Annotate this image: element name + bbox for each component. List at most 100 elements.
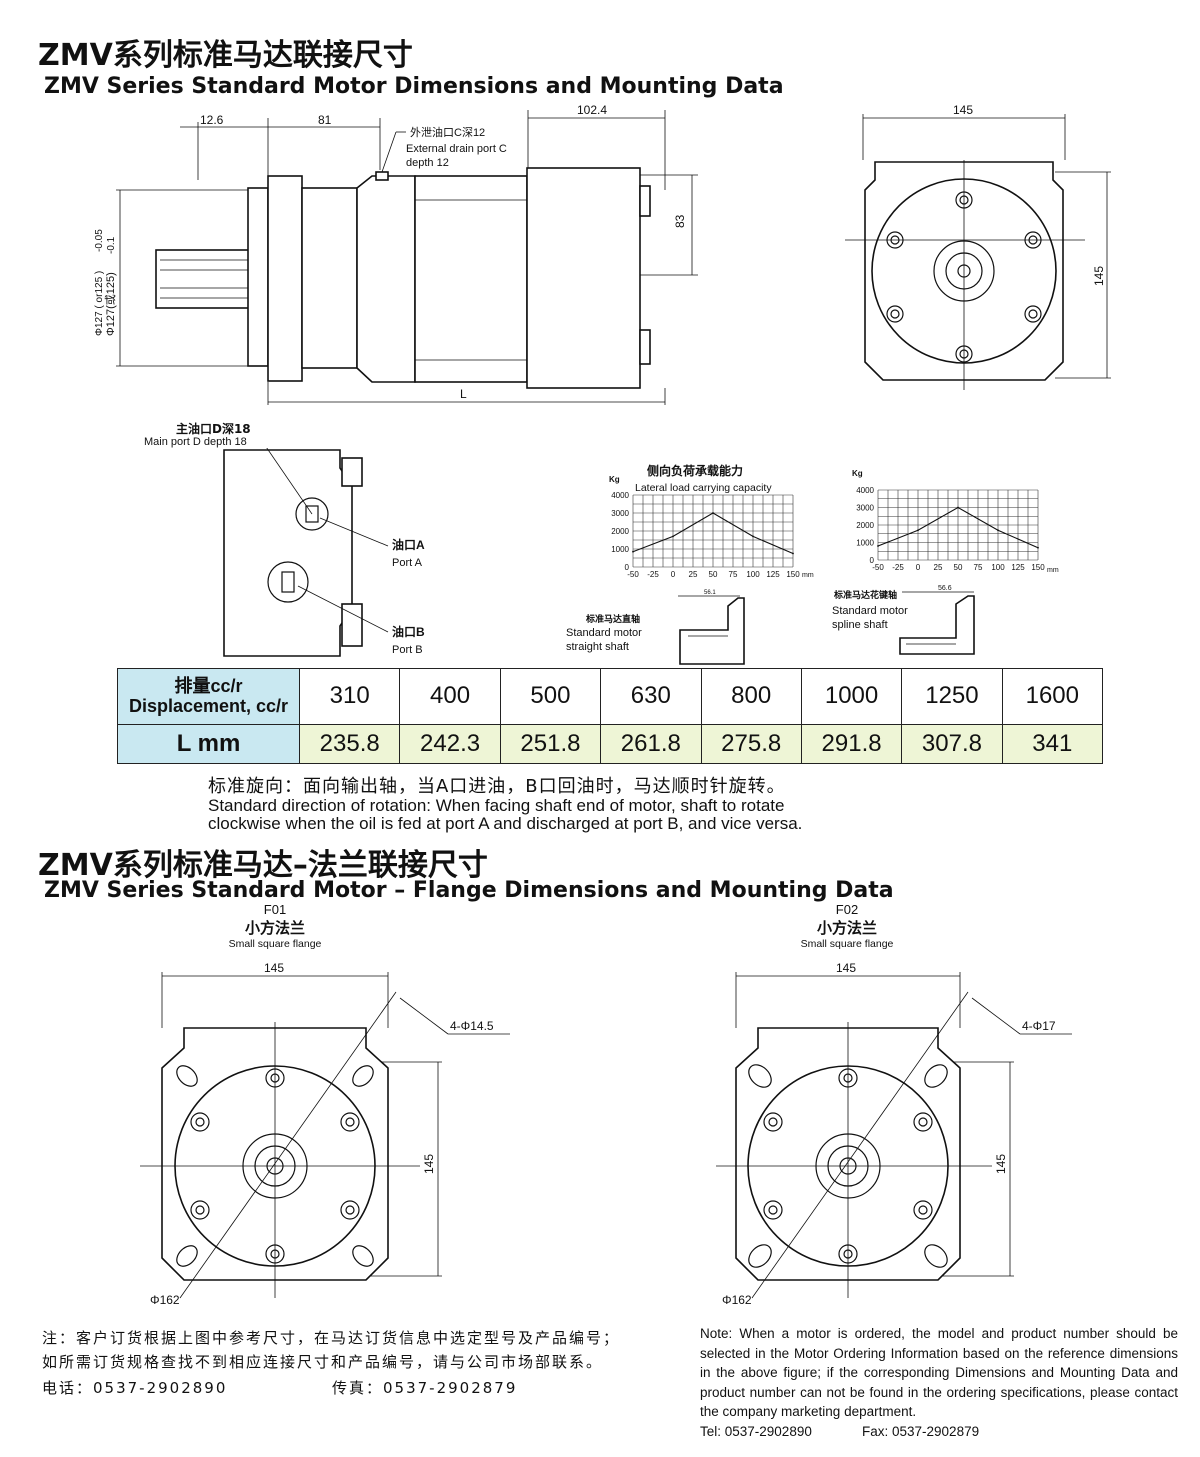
section1-title-en: ZMV Series Standard Motor Dimensions and… bbox=[44, 74, 784, 99]
length-cell: 235.8 bbox=[298, 723, 401, 765]
chart1-title-cn: 侧向负荷承载能力 bbox=[647, 463, 743, 478]
dia-tol-1: -0.05 bbox=[94, 229, 105, 252]
dia-tol-2: -0.1 bbox=[106, 236, 117, 254]
dim-81: 81 bbox=[318, 113, 332, 127]
chart-data-point bbox=[792, 552, 794, 555]
rear-cover bbox=[526, 167, 641, 389]
port-a-cn: 油口A bbox=[392, 537, 425, 552]
footer-en-fax: Fax: 0537-2902879 bbox=[862, 1424, 980, 1439]
spline-cn: 标准马达花键轴 bbox=[833, 589, 897, 600]
spline-en-2: spline shaft bbox=[832, 619, 888, 631]
motor-end-view: 145 145 bbox=[845, 103, 1111, 390]
chart-x-tick-label: 75 bbox=[974, 563, 983, 572]
flange-f02-drawing: 145 145 4-Φ17 Φ162 bbox=[716, 961, 1072, 1307]
footer-cn-tel: 电话：0537-2902890 bbox=[42, 1379, 228, 1397]
footer-cn-1: 注：客户订货根据上图中参考尺寸，在马达订货信息中选定型号及产品编号； bbox=[42, 1329, 621, 1347]
length-cell: 242.3 bbox=[399, 723, 501, 765]
straight-en-1: Standard motor bbox=[566, 627, 642, 639]
end-width: 145 bbox=[953, 103, 973, 117]
flange-f01-height: 145 bbox=[422, 1154, 436, 1174]
mounting-flange bbox=[267, 175, 303, 382]
spline-en-1: Standard motor bbox=[832, 605, 908, 617]
chart-data-point bbox=[917, 529, 919, 532]
chart2-x-unit: mm bbox=[1047, 567, 1059, 574]
displacement-cell: 1000 bbox=[800, 668, 903, 725]
flange-f02-code: F02 bbox=[835, 902, 859, 917]
chart-x-tick-label: 150 bbox=[1031, 563, 1045, 572]
flange-f01-code: F01 bbox=[263, 902, 287, 917]
section2-title-en: ZMV Series Standard Motor – Flange Dimen… bbox=[44, 878, 894, 903]
flange-f01-holes: 4-Φ14.5 bbox=[450, 1019, 494, 1033]
section2-title-cn: ZMV系列标准马达–法兰联接尺寸 bbox=[38, 848, 488, 883]
displacement-cell: 1600 bbox=[1001, 668, 1104, 725]
dim-102-4: 102.4 bbox=[577, 103, 607, 117]
length-cell: 275.8 bbox=[700, 723, 802, 765]
chart-x-tick-label: 0 bbox=[671, 570, 676, 579]
drain-port-cn: 外泄油口C深12 bbox=[410, 125, 485, 139]
displacement-table: 排量cc/r Displacement, cc/r 310 400 500 63… bbox=[117, 668, 1104, 765]
chart-y-tick-label: 1000 bbox=[611, 545, 629, 554]
spline-dim: 56.6 bbox=[938, 585, 952, 592]
chart-x-tick-label: -25 bbox=[647, 570, 659, 579]
chart-y-tick-label: 0 bbox=[625, 563, 630, 572]
flange-f01-header: F01 小方法兰 Small square flange bbox=[160, 902, 390, 950]
flange-f01-cn: 小方法兰 bbox=[244, 919, 305, 937]
length-cell: 291.8 bbox=[800, 723, 903, 765]
dia-label-2: Φ127(或125) bbox=[104, 272, 117, 336]
chart-y-tick-label: 2000 bbox=[856, 521, 874, 530]
dia-label-1: Φ127 ( or125 ) bbox=[94, 271, 105, 336]
straight-dim: 56.1 bbox=[704, 590, 716, 596]
flange-f02-height: 145 bbox=[994, 1154, 1008, 1174]
chart-y-tick-label: 4000 bbox=[856, 486, 874, 495]
chart-x-tick-label: 25 bbox=[934, 563, 943, 572]
output-shaft bbox=[155, 249, 257, 309]
displacement-cell: 630 bbox=[600, 668, 702, 725]
chart-x-tick-label: 100 bbox=[991, 563, 1005, 572]
chart-y-tick-label: 1000 bbox=[856, 539, 874, 548]
dim-83: 83 bbox=[673, 214, 687, 228]
chart-y-tick-label: 3000 bbox=[611, 509, 629, 518]
chart1-title-en: Lateral load carrying capacity bbox=[635, 482, 772, 494]
flange-f01-width: 145 bbox=[264, 961, 284, 975]
drain-port-en-1: External drain port C bbox=[406, 143, 507, 155]
rotation-note-en-2: clockwise when the oil is fed at port A … bbox=[208, 814, 803, 833]
port-a-en: Port A bbox=[392, 557, 423, 569]
straight-cn: 标准马达直轴 bbox=[585, 613, 640, 624]
chart-data-point bbox=[632, 550, 634, 553]
dim-12-6: 12.6 bbox=[200, 113, 224, 127]
chart-x-tick-label: 0 bbox=[916, 563, 921, 572]
dim-L: L bbox=[460, 387, 467, 401]
flange-f02-holes: 4-Φ17 bbox=[1022, 1019, 1056, 1033]
motor-side-view: 12.6 81 102.4 83 外泄油口C深12 External drain… bbox=[94, 103, 698, 405]
section1-title-cn: ZMV系列标准马达联接尺寸 bbox=[38, 38, 413, 73]
flange-f01-drawing: 145 145 4-Φ14.5 Φ162 bbox=[140, 961, 510, 1307]
load-chart-1: 侧向负荷承载能力 Lateral load carrying capacity … bbox=[609, 463, 814, 579]
chart1-unit: Kg bbox=[609, 475, 620, 484]
chart-y-tick-label: 0 bbox=[870, 556, 875, 565]
displacement-cell: 1250 bbox=[901, 668, 1003, 725]
end-height: 145 bbox=[1092, 266, 1106, 286]
chart-x-tick-label: 75 bbox=[729, 570, 738, 579]
flange-f01-pcd: Φ162 bbox=[150, 1293, 180, 1307]
chart-data-point bbox=[997, 529, 999, 532]
chart-x-tick-label: 100 bbox=[746, 570, 760, 579]
chart-x-tick-label: 150 bbox=[786, 570, 800, 579]
chart-data-point bbox=[712, 512, 714, 514]
chart-y-tick-label: 4000 bbox=[611, 491, 629, 500]
displacement-row: 排量cc/r Displacement, cc/r 310 400 500 63… bbox=[117, 668, 1104, 725]
displacement-header-en: Displacement, cc/r bbox=[128, 696, 289, 717]
port-b-en: Port B bbox=[392, 644, 423, 656]
footer-en-tel: Tel: 0537-2902890 bbox=[700, 1424, 812, 1439]
length-cell: 251.8 bbox=[499, 723, 602, 765]
chart-x-tick-label: -50 bbox=[627, 570, 639, 579]
main-port-cn: 主油口D深18 bbox=[176, 422, 251, 436]
motor-port-view: 油口A Port A 油口B Port B bbox=[223, 448, 425, 657]
drain-port-en-2: depth 12 bbox=[406, 157, 449, 169]
chart-data-point bbox=[672, 535, 674, 538]
chart-x-tick-label: 50 bbox=[709, 570, 718, 579]
footer-cn-fax: 传真：0537-2902879 bbox=[332, 1379, 518, 1397]
flange-f02-pcd: Φ162 bbox=[722, 1293, 752, 1307]
displacement-cell: 800 bbox=[700, 668, 802, 725]
chart-x-tick-label: 125 bbox=[1011, 563, 1025, 572]
